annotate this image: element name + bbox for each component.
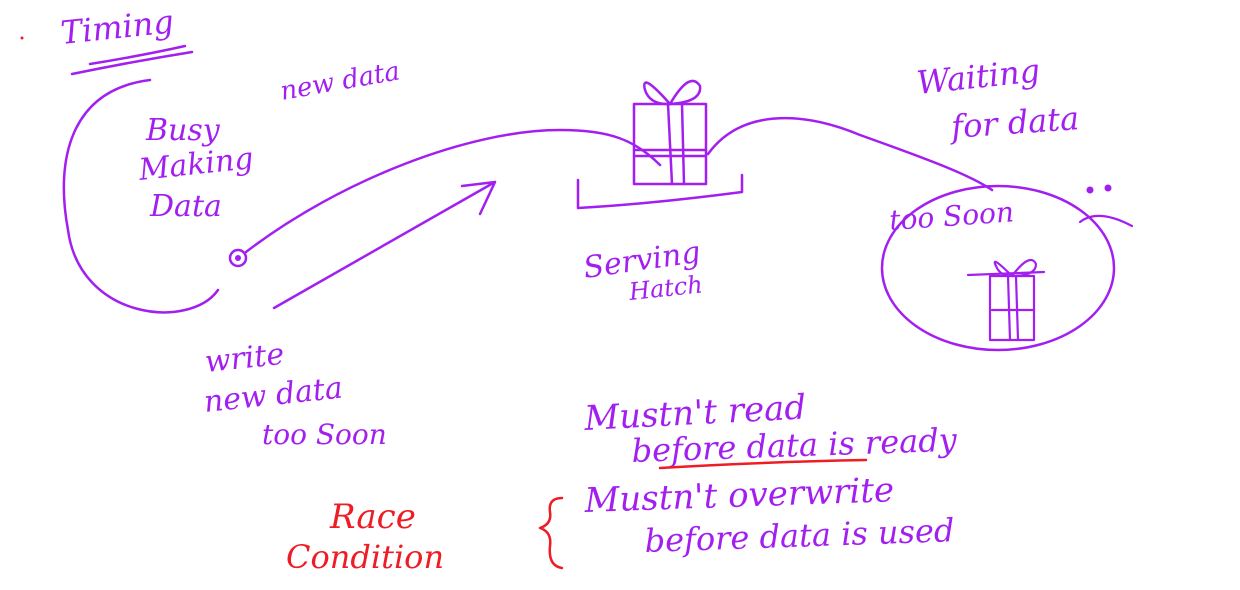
arrow-icon xyxy=(272,180,497,310)
gift-box-icon xyxy=(966,258,1046,342)
waiting-label-line2: for data xyxy=(948,99,1080,146)
too-soon-label: too Soon xyxy=(888,195,1015,237)
stray-dot xyxy=(20,36,24,40)
waiting-curve xyxy=(706,116,994,192)
busy-label-line3: Data xyxy=(149,189,222,224)
producer-loop xyxy=(62,78,220,314)
consumer-circle xyxy=(880,184,1116,352)
delivery-curve xyxy=(244,128,662,254)
serving-hatch xyxy=(576,173,744,210)
title-text: Timing xyxy=(59,2,176,52)
emphasis-underline xyxy=(658,458,868,470)
gift-box-icon xyxy=(632,79,708,186)
producer-dot xyxy=(228,248,248,268)
busy-label-line1: Busy xyxy=(145,113,221,148)
busy-label-line2: Making xyxy=(136,141,255,188)
brace-icon xyxy=(538,496,564,570)
write-label-line3: too Soon xyxy=(262,418,387,451)
new-data-label: new data xyxy=(278,56,402,107)
race-label-line1: Race xyxy=(329,497,416,537)
write-label-line1: write xyxy=(203,337,286,380)
sad-face-icon xyxy=(1078,184,1134,228)
mustnt-overwrite-line2: before data is used xyxy=(644,511,955,560)
title-underline xyxy=(70,44,194,76)
race-label-line2: Condition xyxy=(286,538,444,576)
waiting-label-line1: Waiting xyxy=(915,51,1042,102)
mustnt-overwrite-line1: Mustn't overwrite xyxy=(583,470,895,521)
